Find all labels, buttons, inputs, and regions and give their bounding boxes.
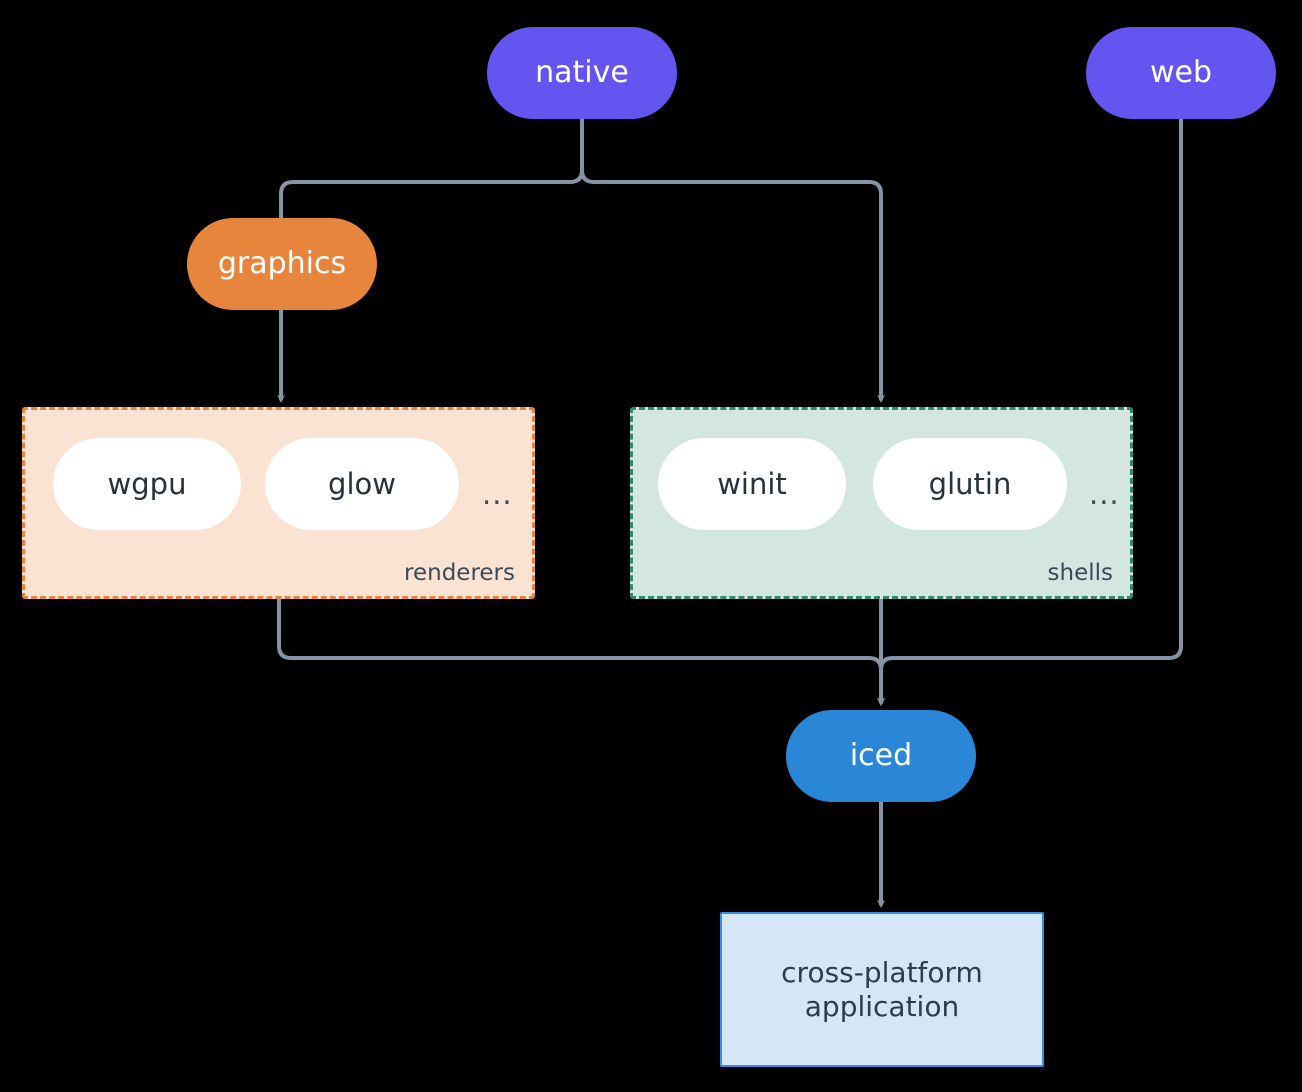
edge-renderers-to-iced [277,597,885,706]
item-glow[interactable]: glow [265,438,459,530]
node-native-label: native [535,55,629,91]
node-web-label: web [1149,55,1213,91]
group-shells-caption: shells [1047,560,1113,586]
node-graphics-label: graphics [217,246,347,282]
group-shells: winit glutin ... shells [630,407,1133,599]
node-application-label: cross-platform application [781,956,983,1023]
shells-overflow-ellipsis: ... [1089,477,1120,511]
item-winit[interactable]: winit [658,438,846,530]
item-glutin-label: glutin [928,467,1012,501]
item-wgpu[interactable]: wgpu [53,438,241,530]
item-glow-label: glow [328,467,396,501]
item-winit-label: winit [717,467,787,501]
item-glutin[interactable]: glutin [873,438,1067,530]
item-wgpu-label: wgpu [107,467,187,501]
node-native[interactable]: native [487,27,677,119]
group-renderers: wgpu glow ... renderers [22,407,535,599]
node-web[interactable]: web [1086,27,1276,119]
edge-native-to-shells [580,117,885,403]
node-iced[interactable]: iced [786,710,976,802]
renderers-overflow-ellipsis: ... [482,477,513,511]
node-cross-platform-application[interactable]: cross-platform application [720,912,1044,1067]
node-iced-label: iced [849,738,913,774]
node-graphics[interactable]: graphics [187,218,377,310]
group-renderers-caption: renderers [404,560,515,586]
